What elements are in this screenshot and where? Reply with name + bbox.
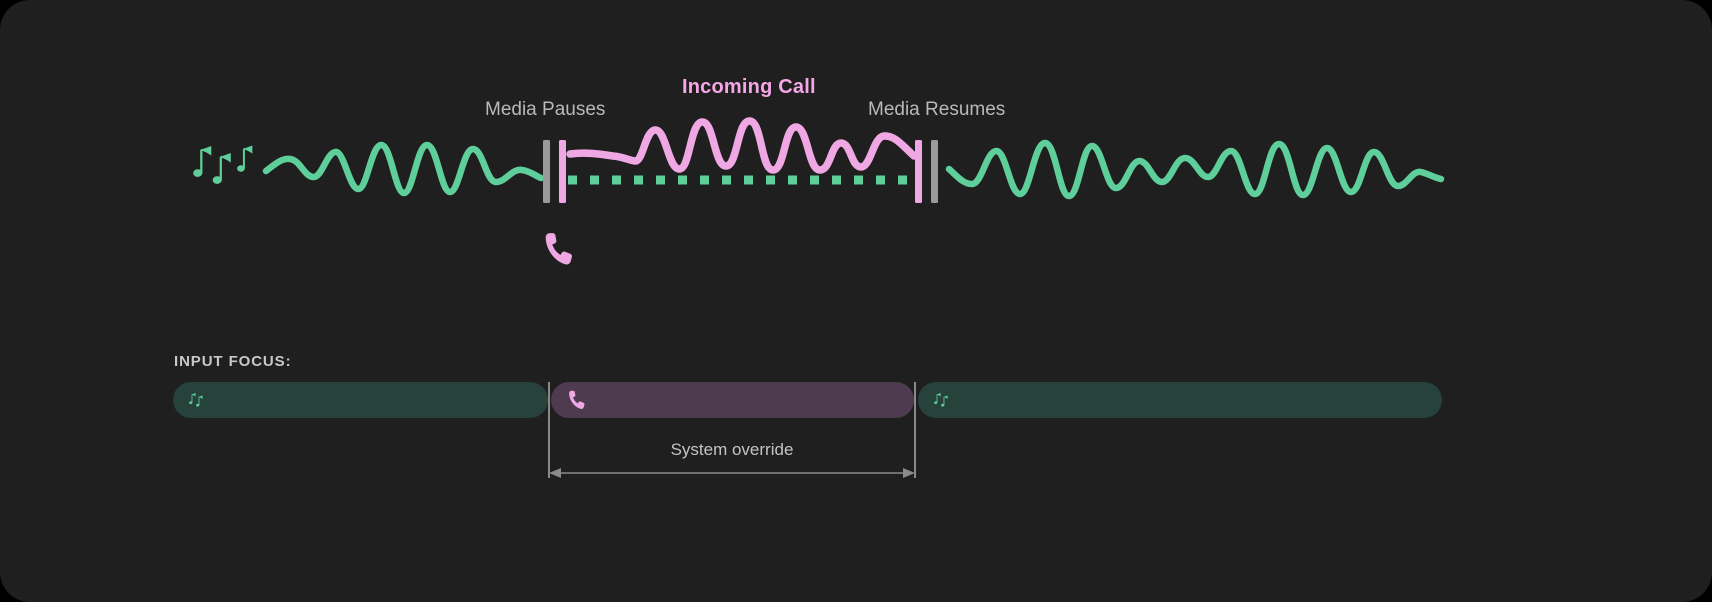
waveform-media-before	[262, 141, 545, 197]
resume-marker-pink-icon	[915, 140, 922, 203]
focus-segment-call[interactable]	[551, 382, 914, 418]
focus-segment-media-right[interactable]	[918, 382, 1442, 418]
override-guide-line-right	[914, 382, 916, 478]
input-focus-heading: INPUT FOCUS:	[174, 353, 292, 370]
system-override-arrow	[549, 468, 915, 478]
phone-icon	[545, 233, 572, 265]
system-override-label-wrap: System override	[0, 440, 1712, 460]
music-note-icon	[934, 390, 956, 410]
pause-marker-pink-icon	[559, 140, 566, 203]
label-incoming-call: Incoming Call	[682, 76, 816, 98]
system-override-label: System override	[670, 440, 794, 459]
waveform-incoming-call	[566, 117, 918, 174]
waveform-svg	[193, 117, 1445, 265]
override-guide-line-left	[548, 382, 550, 478]
label-media-resumes: Media Resumes	[868, 99, 1006, 120]
audio-focus-diagram: Incoming Call Media Pauses Media Resumes	[193, 76, 1445, 265]
music-note-icon	[189, 390, 211, 410]
resume-marker-gray-icon	[931, 140, 938, 203]
phone-icon	[567, 390, 587, 410]
focus-segment-media-left[interactable]	[173, 382, 548, 418]
waveform-media-after	[945, 139, 1445, 200]
music-note-icon	[193, 145, 253, 184]
pause-marker-gray-icon	[543, 140, 550, 203]
label-media-pauses: Media Pauses	[485, 99, 606, 120]
